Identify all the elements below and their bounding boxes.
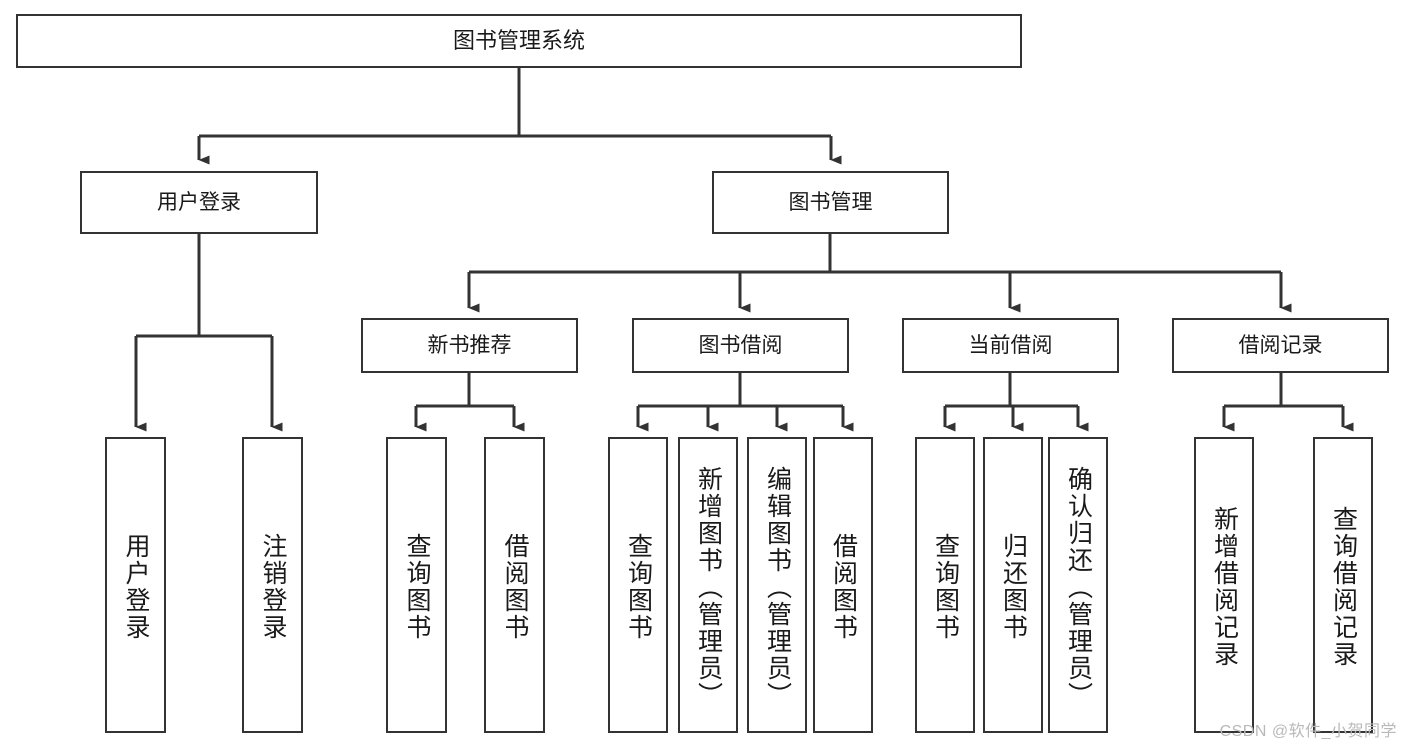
node-leaf-query-book-3-label: 查询图书 bbox=[931, 533, 960, 641]
node-current-borrow[interactable]: 当前借阅 bbox=[902, 318, 1119, 373]
node-book-manage-label: 图书管理 bbox=[788, 190, 873, 214]
node-leaf-borrow-book-2[interactable]: 借阅图书 bbox=[813, 437, 873, 733]
node-leaf-query-record[interactable]: 查询借阅记录 bbox=[1313, 437, 1373, 733]
node-leaf-add-record-label: 新增借阅记录 bbox=[1210, 506, 1239, 668]
node-leaf-return-book-label: 归还图书 bbox=[999, 533, 1028, 641]
node-leaf-return-book[interactable]: 归还图书 bbox=[983, 437, 1043, 733]
node-borrow-record[interactable]: 借阅记录 bbox=[1172, 318, 1389, 373]
node-root[interactable]: 图书管理系统 bbox=[16, 14, 1022, 68]
node-leaf-query-record-label: 查询借阅记录 bbox=[1329, 506, 1358, 668]
node-leaf-query-book-1[interactable]: 查询图书 bbox=[386, 437, 447, 733]
node-leaf-confirm-return[interactable]: 确认归还（管理员） bbox=[1048, 437, 1108, 733]
node-leaf-query-book-3[interactable]: 查询图书 bbox=[915, 437, 975, 733]
node-leaf-edit-book[interactable]: 编辑图书（管理员） bbox=[747, 437, 807, 733]
node-leaf-edit-book-label: 编辑图书（管理员） bbox=[763, 465, 792, 709]
node-leaf-user-login[interactable]: 用户登录 bbox=[105, 437, 166, 733]
node-leaf-query-book-1-label: 查询图书 bbox=[403, 533, 431, 641]
watermark-text: CSDN @软件_小贺同学 bbox=[1219, 723, 1397, 740]
node-leaf-user-login-label: 用户登录 bbox=[122, 533, 150, 641]
node-user-login[interactable]: 用户登录 bbox=[80, 171, 318, 234]
node-leaf-query-book-2-label: 查询图书 bbox=[624, 533, 653, 641]
node-leaf-add-record[interactable]: 新增借阅记录 bbox=[1194, 437, 1254, 733]
node-book-borrow[interactable]: 图书借阅 bbox=[632, 318, 849, 373]
node-new-book-rec[interactable]: 新书推荐 bbox=[361, 318, 578, 373]
node-borrow-record-label: 借阅记录 bbox=[1238, 333, 1323, 357]
node-book-borrow-label: 图书借阅 bbox=[698, 333, 783, 357]
node-leaf-logout-label: 注销登录 bbox=[259, 533, 287, 641]
node-leaf-confirm-return-label: 确认归还（管理员） bbox=[1064, 465, 1093, 709]
node-leaf-borrow-book-2-label: 借阅图书 bbox=[829, 533, 858, 641]
node-leaf-logout[interactable]: 注销登录 bbox=[242, 437, 303, 733]
node-root-label: 图书管理系统 bbox=[452, 27, 585, 53]
node-leaf-borrow-book-1-label: 借阅图书 bbox=[501, 533, 529, 641]
node-current-borrow-label: 当前借阅 bbox=[968, 333, 1053, 357]
node-book-manage[interactable]: 图书管理 bbox=[712, 171, 949, 234]
node-leaf-query-book-2[interactable]: 查询图书 bbox=[608, 437, 668, 733]
node-leaf-add-book-label: 新增图书（管理员） bbox=[694, 465, 723, 709]
node-user-login-label: 用户登录 bbox=[157, 190, 241, 214]
node-leaf-borrow-book-1[interactable]: 借阅图书 bbox=[484, 437, 545, 733]
node-new-book-rec-label: 新书推荐 bbox=[427, 333, 512, 357]
node-leaf-add-book[interactable]: 新增图书（管理员） bbox=[678, 437, 738, 733]
